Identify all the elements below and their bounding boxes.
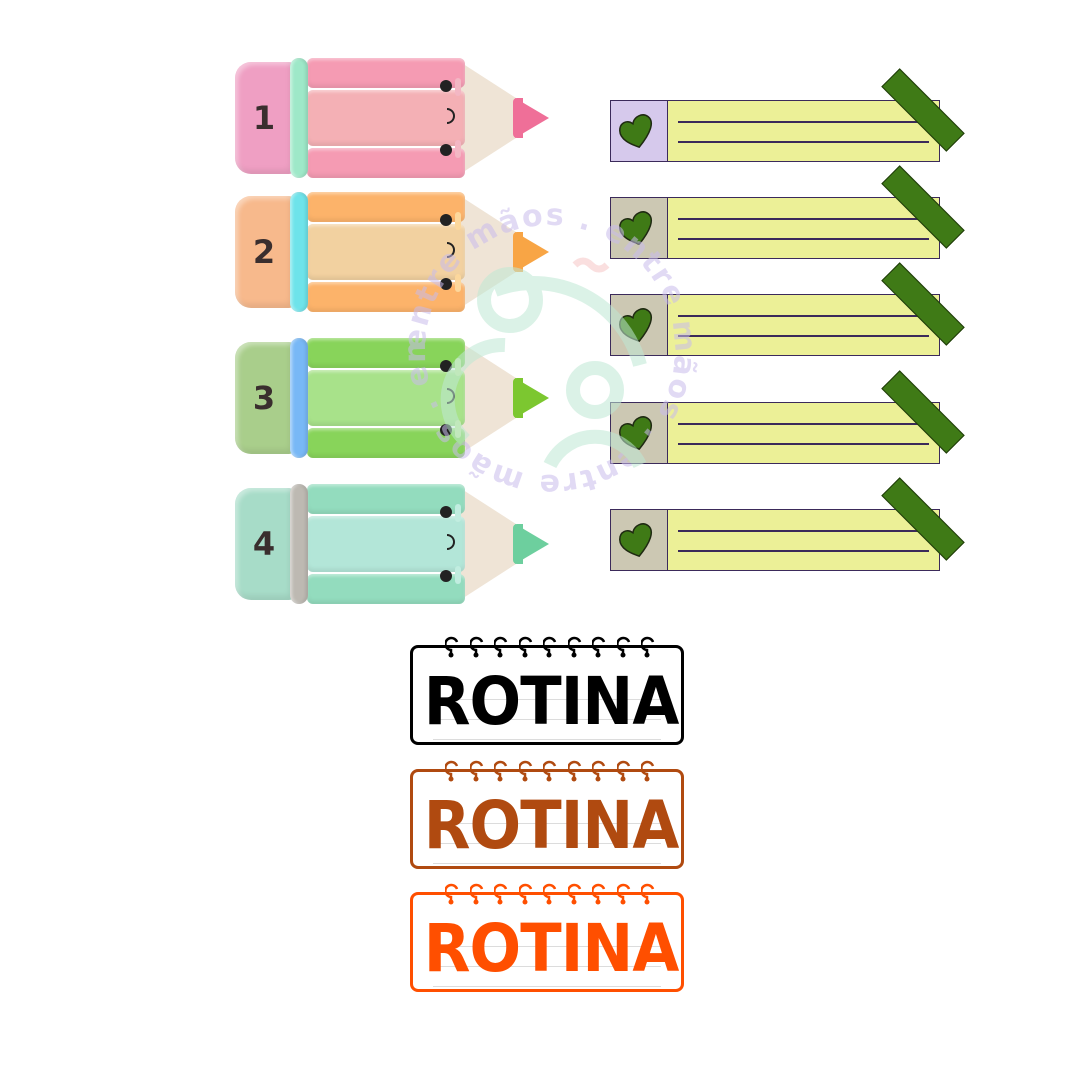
pencil-ferrule	[290, 192, 308, 312]
pencil-body	[307, 192, 467, 312]
ruled-lines	[433, 927, 661, 987]
spiral-ring-icon	[469, 760, 483, 782]
write-line	[678, 530, 929, 532]
pencil-number: 2	[252, 233, 276, 271]
spiral-ring-icon	[445, 636, 459, 658]
rotina-label: ROTINA	[410, 760, 684, 869]
note-card	[610, 197, 940, 259]
pencil-number: 4	[252, 525, 276, 563]
pencil-ferrule	[290, 338, 308, 458]
pencil-1: 1	[235, 58, 551, 178]
pencil-4: 4	[235, 484, 551, 604]
spiral-ring-icon	[445, 760, 459, 782]
pencil-body	[307, 58, 467, 178]
pencil-tip	[515, 378, 549, 418]
spiral-ring-icon	[567, 883, 581, 905]
write-line	[678, 423, 929, 425]
pencil-eye-icon	[440, 80, 452, 92]
heart-icon	[617, 520, 661, 560]
spiral-ring-icon	[543, 636, 557, 658]
pencil-body	[307, 338, 467, 458]
card-icon-box	[611, 198, 668, 258]
spiral-ring-icon	[616, 636, 630, 658]
heart-icon	[617, 413, 661, 453]
ruled-lines	[433, 680, 661, 740]
card-icon-box	[611, 101, 668, 161]
note-card	[610, 294, 940, 356]
write-line	[678, 443, 929, 445]
spiral-ring-icon	[494, 760, 508, 782]
spiral-ring-icon	[592, 883, 606, 905]
heart-icon	[617, 208, 661, 248]
write-line	[678, 141, 929, 143]
pencil-tip	[515, 98, 549, 138]
spiral-ring-icon	[543, 760, 557, 782]
rotina-label: ROTINA	[410, 636, 684, 745]
write-line	[678, 550, 929, 552]
write-line	[678, 315, 929, 317]
write-line	[678, 335, 929, 337]
note-card	[610, 509, 940, 571]
write-line	[678, 238, 929, 240]
pencil-eraser	[235, 62, 293, 174]
pencil-eraser	[235, 488, 293, 600]
pencil-2: 2	[235, 192, 551, 312]
pencil-tip	[515, 524, 549, 564]
ruled-lines	[433, 804, 661, 864]
spiral-ring-icon	[518, 883, 532, 905]
card-icon-box	[611, 510, 668, 570]
spiral-ring-icon	[518, 636, 532, 658]
spiral-ring-icon	[469, 883, 483, 905]
spiral-ring-icon	[641, 636, 655, 658]
spiral-ring-icon	[616, 883, 630, 905]
pencil-eye-icon	[440, 144, 452, 156]
pencil-eye-icon	[440, 278, 452, 290]
heart-icon	[617, 111, 661, 151]
rotina-title: ROTINA	[423, 787, 680, 864]
heart-icon	[617, 305, 661, 345]
pencil-3: 3	[235, 338, 551, 458]
spiral-ring-icon	[518, 760, 532, 782]
write-line	[678, 121, 929, 123]
spiral-ring-icon	[567, 636, 581, 658]
pencil-ferrule	[290, 484, 308, 604]
spiral-ring-icon	[592, 760, 606, 782]
rotina-title: ROTINA	[423, 663, 680, 740]
note-card	[610, 100, 940, 162]
pencil-body	[307, 484, 467, 604]
spiral-ring-icon	[494, 883, 508, 905]
pencil-eye-icon	[440, 570, 452, 582]
card-icon-box	[611, 295, 668, 355]
rotina-label: ROTINA	[410, 883, 684, 992]
pencil-eye-icon	[440, 360, 452, 372]
pencil-number: 3	[252, 379, 276, 417]
spiral-ring-icon	[543, 883, 557, 905]
pencil-tip	[515, 232, 549, 272]
spiral-ring-icon	[469, 636, 483, 658]
spiral-ring-icon	[567, 760, 581, 782]
spiral-binding	[445, 883, 657, 909]
pencil-eye-icon	[440, 506, 452, 518]
spiral-ring-icon	[592, 636, 606, 658]
pencil-ferrule	[290, 58, 308, 178]
rotina-title: ROTINA	[423, 910, 680, 987]
spiral-ring-icon	[494, 636, 508, 658]
spiral-ring-icon	[616, 760, 630, 782]
note-card	[610, 402, 940, 464]
pencil-number: 1	[252, 99, 276, 137]
spiral-binding	[445, 636, 657, 662]
pencil-eye-icon	[440, 424, 452, 436]
spiral-ring-icon	[445, 883, 459, 905]
pencil-eraser	[235, 196, 293, 308]
spiral-ring-icon	[641, 760, 655, 782]
spiral-ring-icon	[641, 883, 655, 905]
pencil-eye-icon	[440, 214, 452, 226]
card-icon-box	[611, 403, 668, 463]
pencil-eraser	[235, 342, 293, 454]
spiral-binding	[445, 760, 657, 786]
write-line	[678, 218, 929, 220]
